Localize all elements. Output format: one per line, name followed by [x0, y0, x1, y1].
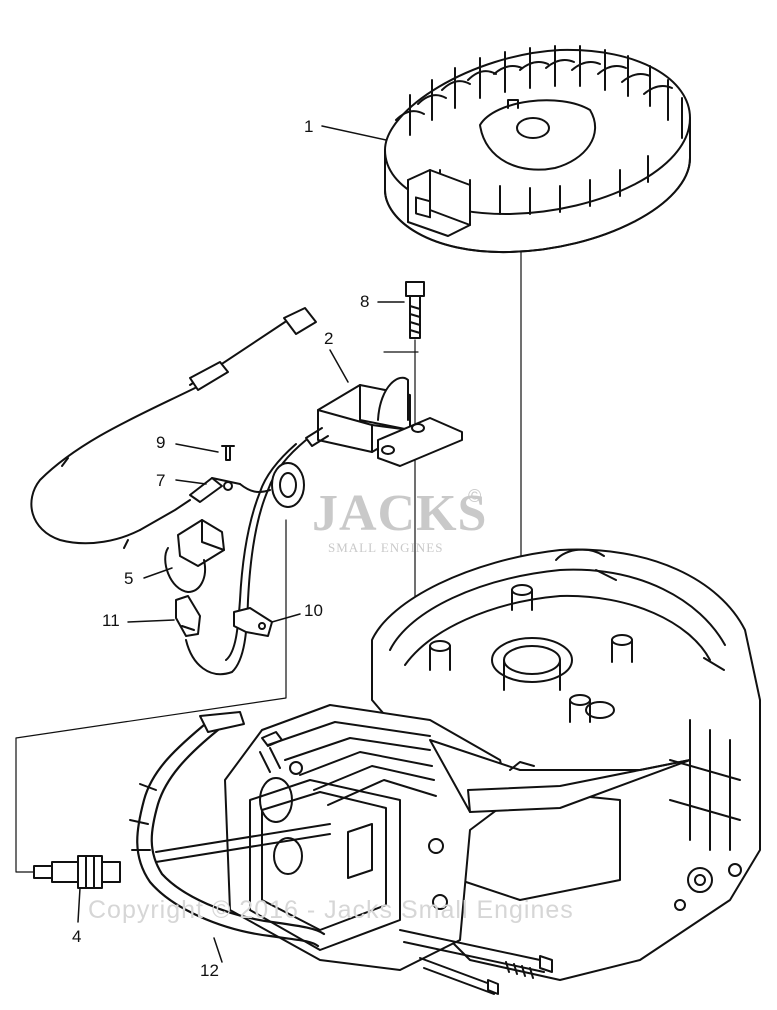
callout-7: 7 — [156, 471, 166, 490]
cylinder-head — [224, 704, 511, 971]
callout-5: 5 — [124, 569, 134, 588]
head-bolts — [399, 929, 553, 995]
guard-handle — [129, 711, 331, 948]
engine-crankcase — [371, 548, 761, 981]
watermark-subtitle: SMALL ENGINES — [328, 540, 444, 555]
callout-8: 8 — [360, 292, 370, 311]
callout-10: 10 — [304, 601, 323, 620]
stop-switch-wire — [30, 307, 317, 549]
callout-12: 12 — [200, 961, 219, 980]
bolt — [405, 281, 425, 339]
callout-11: 11 — [102, 611, 120, 630]
ignition-coil — [305, 376, 463, 467]
wire-clamp — [233, 607, 273, 637]
watermark-copyright: Copyright © 2016 - Jacks Small Engines — [88, 896, 574, 924]
callout-9: 9 — [156, 433, 166, 452]
watermark-logo: JACKS — [312, 485, 488, 542]
callout-4: 4 — [72, 927, 82, 946]
callout-1: 1 — [304, 117, 314, 136]
spark-plug — [33, 855, 121, 889]
watermark-registered: © — [468, 486, 482, 506]
wire-terminal — [189, 445, 271, 503]
flywheel — [384, 45, 691, 254]
spark-plug-cap — [164, 519, 225, 593]
clip — [175, 595, 201, 637]
callout-2: 2 — [324, 329, 334, 348]
spark-plug-wire — [185, 439, 307, 676]
